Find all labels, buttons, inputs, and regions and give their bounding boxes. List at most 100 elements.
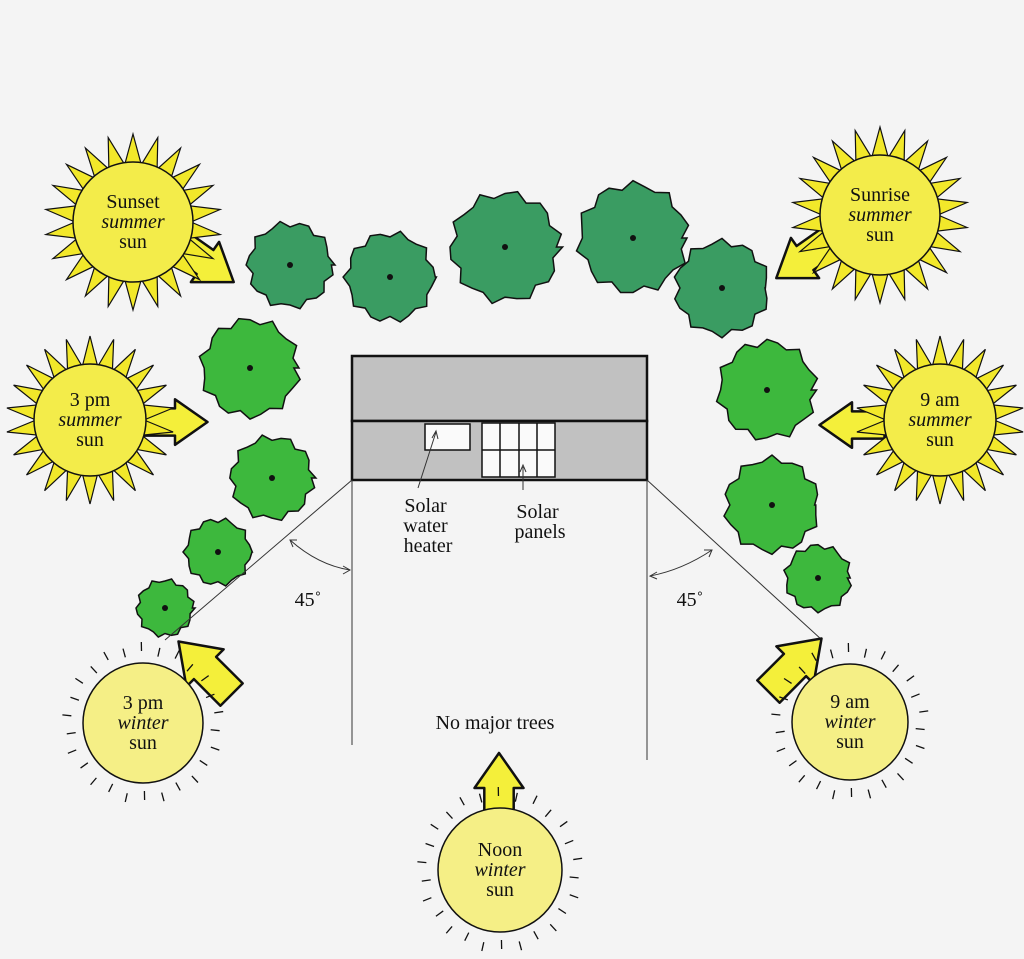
tree — [782, 543, 853, 614]
sun-label-line: 9 am — [920, 389, 960, 411]
sun-ray — [775, 730, 785, 734]
sun-ray — [544, 809, 552, 818]
sun-ray — [798, 666, 806, 674]
sun-label-line: winter — [117, 712, 168, 734]
solar-panels — [481, 422, 556, 478]
sun-ray — [832, 790, 836, 800]
sun-ray — [108, 783, 114, 793]
sun-label-line: summer — [58, 409, 122, 431]
sun-label-line: Noon — [478, 839, 522, 861]
sun-ray — [569, 876, 579, 879]
sun-direction-arrow — [177, 640, 244, 707]
sun-ray — [478, 793, 483, 803]
tree-trunk-dot — [719, 285, 725, 291]
angle-arc-right — [649, 549, 713, 577]
sun-ray — [161, 792, 165, 802]
trees — [135, 179, 853, 639]
sun-ray — [445, 925, 453, 934]
sun-label-line: 3 pm — [70, 389, 111, 411]
sun-label-line: 3 pm — [123, 692, 164, 714]
sun-rays — [417, 787, 583, 952]
sun-label-line: summer — [908, 409, 972, 431]
sun-ray — [533, 930, 539, 940]
sun-ray — [124, 793, 128, 803]
sun-ray — [210, 746, 220, 751]
sun-ray — [892, 664, 900, 673]
sun-ray — [867, 789, 872, 799]
tree — [135, 578, 197, 639]
sun-ray — [205, 693, 215, 699]
tree-trunk-dot — [502, 244, 508, 250]
house-roof-north — [350, 354, 649, 423]
sun-ray — [906, 675, 915, 682]
sun-ray — [910, 693, 920, 698]
sun-ray — [62, 714, 72, 717]
sun-ray — [417, 861, 427, 864]
sun-label-line: winter — [474, 859, 525, 881]
sun-ray — [559, 820, 568, 828]
tree-trunk-dot — [269, 475, 275, 481]
sun-ray — [66, 731, 76, 735]
water-heater-pointer — [417, 431, 437, 489]
sun-ray — [70, 696, 80, 701]
sun-ray — [122, 648, 126, 658]
sun-ray — [798, 774, 806, 783]
sun-ray — [435, 910, 444, 917]
sun-ray — [881, 779, 887, 788]
sun-label-line: sun — [866, 224, 894, 246]
sun-ray — [829, 649, 834, 659]
sun-ray — [532, 795, 538, 805]
tree — [342, 230, 438, 323]
sun-ray — [788, 760, 797, 767]
sun-disc — [33, 363, 147, 477]
sun-ray — [481, 942, 485, 952]
tree — [198, 317, 302, 420]
no-major-trees-label: No major trees — [436, 712, 555, 734]
sun-ray — [915, 744, 925, 750]
sun-ray — [191, 775, 199, 783]
sun-ray — [811, 652, 817, 662]
sun-label-line: sun — [926, 429, 954, 451]
sun-label-line: sun — [129, 732, 157, 754]
angle-label-right: 45˚ — [677, 589, 704, 611]
sun-rays — [62, 642, 224, 803]
sun-disc — [791, 663, 909, 781]
sun-ray — [464, 932, 470, 941]
sun-ray — [815, 780, 822, 790]
sun-ray — [103, 651, 109, 661]
sun-ray — [422, 897, 432, 902]
sun-ray — [919, 710, 929, 713]
tree-trunk-dot — [247, 365, 253, 371]
sun-ray — [90, 665, 98, 674]
sun-ray — [210, 729, 220, 732]
sun-ray — [421, 879, 431, 882]
sun-ray — [915, 727, 925, 731]
sun-ray — [175, 782, 181, 791]
tree — [449, 190, 565, 305]
tree-trunk-dot — [764, 387, 770, 393]
tree — [245, 220, 337, 310]
sun-ray — [67, 749, 77, 754]
sun-ray — [425, 842, 435, 848]
tree-trunk-dot — [769, 502, 775, 508]
tree-trunk-dot — [287, 262, 293, 268]
sun-label-line: Sunset — [106, 191, 160, 213]
sun-ray — [549, 923, 557, 932]
sun-ray — [863, 648, 868, 658]
sun-disc — [437, 807, 563, 933]
label-solar-water-heater: Solar water heater — [403, 495, 452, 557]
sun-ray — [157, 647, 161, 657]
sun-ray — [80, 762, 89, 769]
sun-disc — [819, 154, 941, 276]
tree — [575, 179, 690, 294]
tree — [182, 517, 254, 587]
